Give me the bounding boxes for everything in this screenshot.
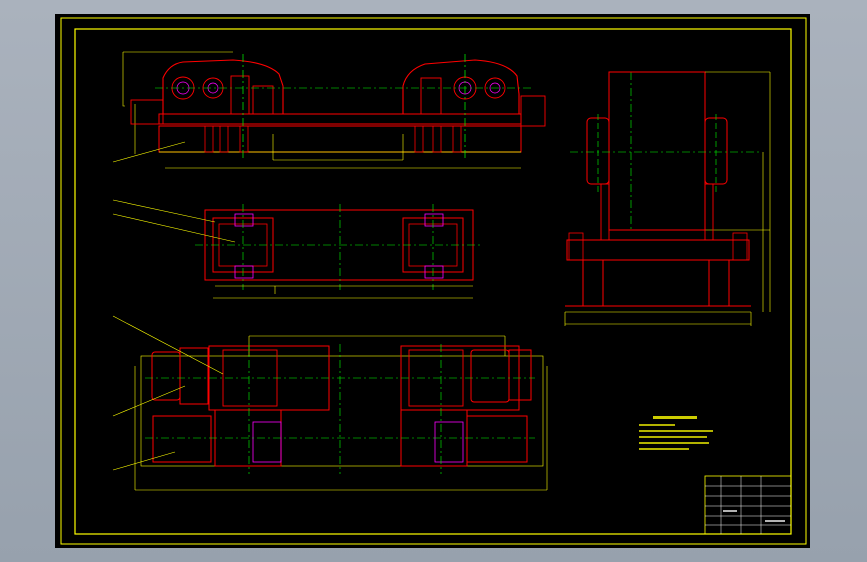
drawing-sheet	[55, 14, 810, 548]
title-block	[704, 475, 792, 535]
top-plan-lower-view	[112, 315, 548, 491]
sheet-outer-border	[60, 17, 807, 545]
top-plan-upper-view	[112, 199, 480, 299]
front-elevation-view	[112, 51, 546, 169]
side-elevation-view	[564, 71, 771, 326]
drawing-frame	[74, 28, 792, 535]
technical-notes	[639, 416, 713, 450]
drawing-canvas	[60, 17, 807, 545]
